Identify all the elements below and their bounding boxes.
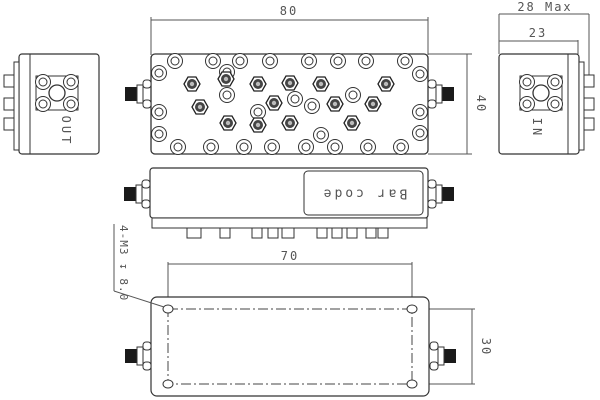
in-port-label: IN	[530, 118, 544, 138]
mounting-callout: 4-M3 ↧ 8.0	[117, 225, 130, 301]
dim-depth-23: 23	[529, 26, 547, 40]
dim-length-80: 80	[280, 4, 298, 18]
dim-height-40: 40	[474, 95, 488, 113]
connector-left-top	[124, 79, 152, 109]
bottom-tuners	[186, 227, 389, 239]
dim-hole-spacing-30: 30	[479, 338, 493, 356]
mounting-holes	[162, 304, 418, 389]
dim-max-depth: 28 Max	[517, 0, 572, 14]
out-port-label: OUT	[59, 116, 73, 147]
in-end-view: 28 Max 23 IN	[498, 0, 595, 155]
dim-hole-spacing-70: 70	[281, 249, 299, 263]
connector-right-top	[427, 79, 455, 109]
side-view: Bar code	[123, 167, 455, 239]
bottom-view: 70 30 4-M3 ↧ 8.0	[113, 224, 493, 397]
top-view: 80 40	[124, 4, 488, 155]
barcode-label: Bar code	[321, 186, 408, 201]
out-end-view: OUT	[3, 53, 100, 155]
